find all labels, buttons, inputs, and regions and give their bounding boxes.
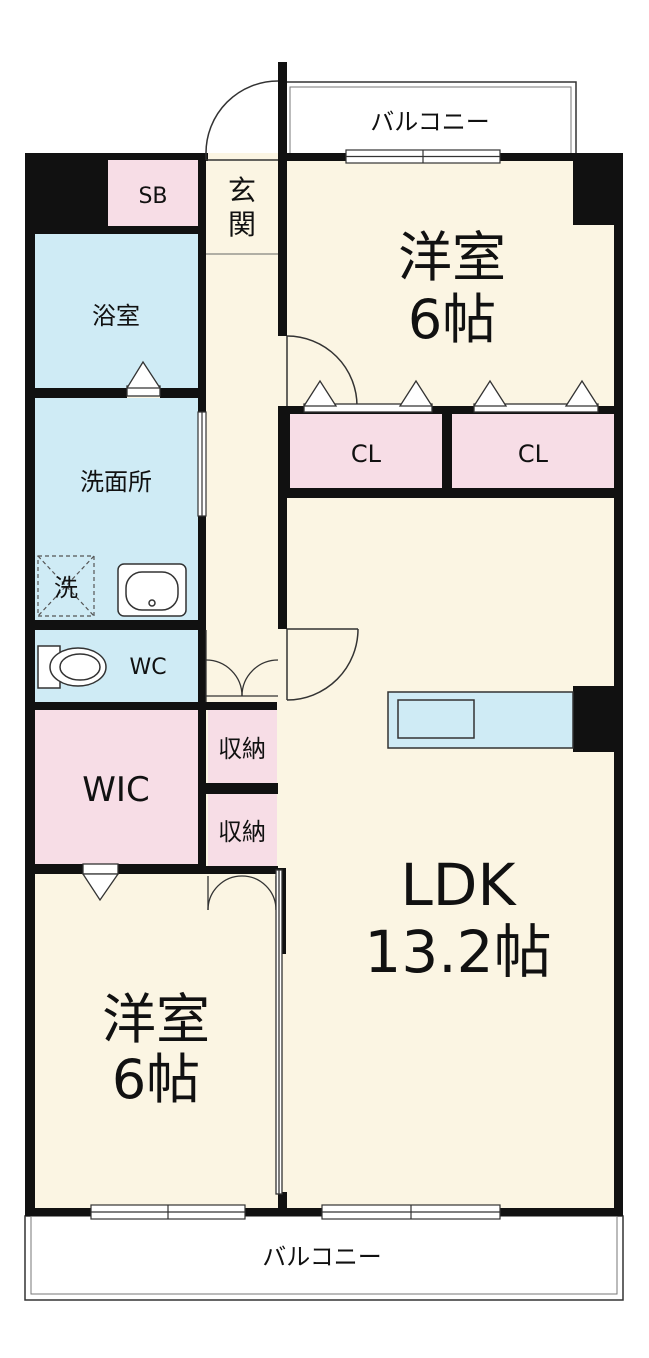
entrance-door	[205, 80, 279, 161]
room-bottom-name: 洋室	[102, 988, 210, 1051]
washroom-label: 洗面所	[80, 468, 152, 496]
kitchen-counter	[387, 691, 574, 749]
storage-room-2	[208, 794, 277, 866]
sb-room	[108, 160, 202, 226]
wc-label: WC	[129, 655, 166, 680]
closet-door-markers	[302, 379, 600, 413]
wc-door	[205, 630, 279, 702]
balcony-bottom	[24, 1215, 624, 1301]
closet-2	[452, 414, 614, 488]
balcony-top-label: バルコニー	[370, 108, 490, 136]
bath-door-marker	[125, 360, 162, 397]
bedroom-top-door	[286, 335, 358, 407]
sliding-partition	[275, 869, 283, 1195]
toilet	[37, 645, 107, 689]
closet-label-1: CL	[351, 440, 382, 468]
bath-room	[35, 234, 198, 388]
ldk-size: 13.2帖	[364, 918, 551, 986]
storage-room-1	[208, 708, 277, 783]
room-top-size: 6帖	[408, 288, 496, 351]
closet-label-2: CL	[518, 440, 549, 468]
wic-label: WIC	[82, 770, 149, 810]
storage-label-1: 収納	[218, 735, 266, 763]
genkan-label-2: 関	[228, 208, 256, 241]
washroom-door	[197, 411, 207, 517]
washing-machine	[37, 555, 95, 617]
balcony-bottom-label: バルコニー	[262, 1243, 382, 1271]
bath-label: 浴室	[92, 302, 140, 330]
balcony-top	[284, 81, 577, 155]
wic-room	[35, 710, 198, 864]
ldk-door	[286, 628, 359, 701]
room-top-name: 洋室	[398, 226, 506, 289]
walls	[25, 62, 623, 1216]
windows	[90, 149, 501, 1220]
wic-door-marker	[81, 863, 120, 902]
room-bottom-size: 6帖	[112, 1048, 200, 1111]
closet-1	[290, 414, 442, 488]
sb-label: SB	[138, 184, 167, 209]
ldk-name: LDK	[400, 851, 517, 919]
genkan-label-1: 玄	[228, 174, 256, 207]
wash-basin	[117, 563, 187, 617]
storage-label-2: 収納	[218, 818, 266, 846]
washer-label: 洗	[54, 574, 78, 602]
